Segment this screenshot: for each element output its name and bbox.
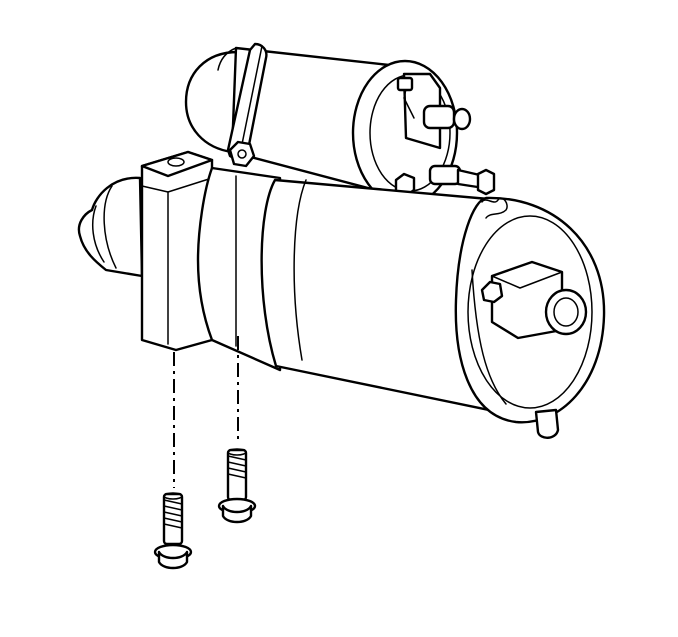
solenoid xyxy=(184,42,496,207)
drive-housing xyxy=(196,166,282,372)
drive-end-nose xyxy=(77,176,144,278)
mounting-flange xyxy=(140,150,214,352)
motor-housing xyxy=(260,178,606,439)
mounting-bolt-left xyxy=(153,492,193,570)
bolt-center-lines xyxy=(173,336,239,488)
mounting-bolt-right xyxy=(217,448,257,524)
